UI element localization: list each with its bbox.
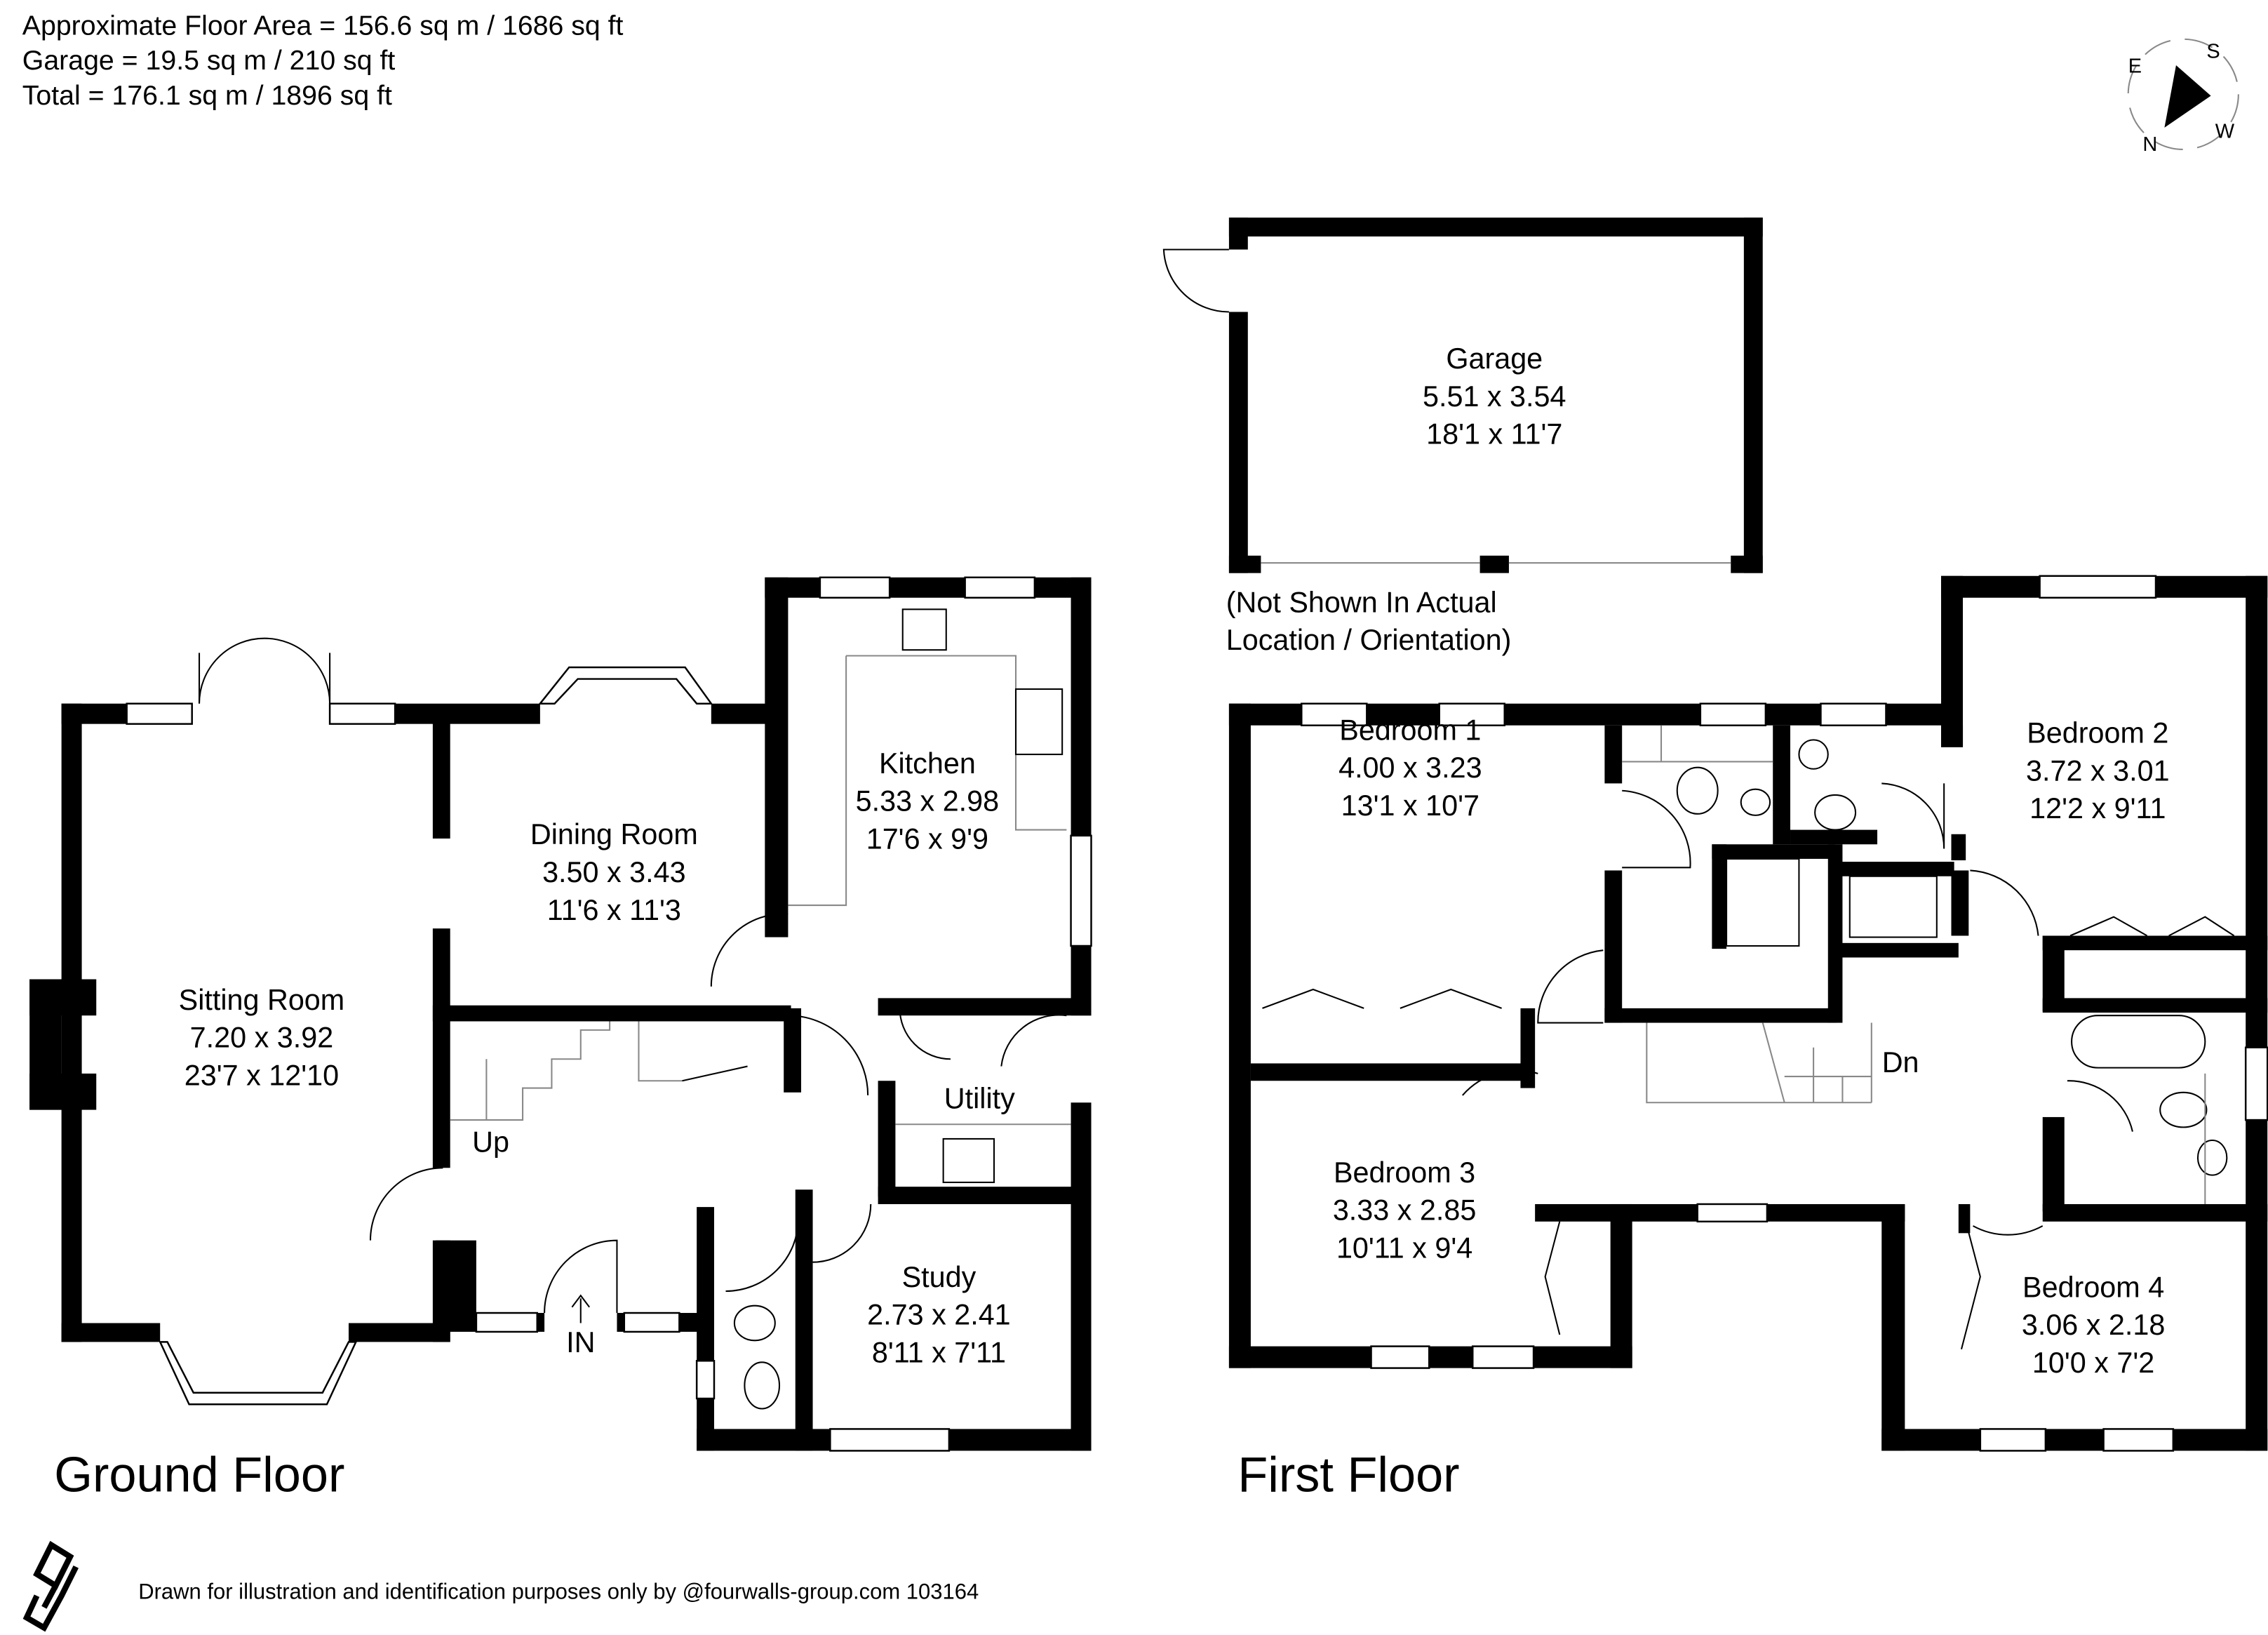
up-label: Up <box>472 1126 509 1159</box>
room-name: Bedroom 3 <box>1334 1156 1475 1189</box>
compass-s: S <box>2206 41 2220 63</box>
compass-n: N <box>2142 133 2157 156</box>
fourwalls-logo <box>22 1540 79 1632</box>
first-floor-title: First Floor <box>1237 1446 1459 1502</box>
room-metric: 5.33 x 2.98 <box>856 785 1000 818</box>
room-name: Bedroom 4 <box>2022 1271 2164 1303</box>
room-name: Utility <box>944 1083 1015 1115</box>
first-floor-walls <box>1228 575 2268 1452</box>
garage-walls <box>1162 218 1763 573</box>
room-metric: 3.33 x 2.85 <box>1333 1194 1477 1227</box>
room-metric: 3.50 x 3.43 <box>542 856 686 888</box>
room-metric: 4.00 x 3.23 <box>1338 752 1482 784</box>
room-imperial: 10'0 x 7'2 <box>2032 1347 2154 1379</box>
down-label: Dn <box>1882 1046 1919 1079</box>
room-imperial: 12'2 x 9'11 <box>2029 792 2166 825</box>
compass-icon: E S N W <box>2127 38 2239 156</box>
room-metric: 3.06 x 2.18 <box>2022 1309 2166 1341</box>
room-imperial: 23'7 x 12'10 <box>184 1059 339 1091</box>
room-name: Study <box>902 1261 977 1293</box>
entrance-label: IN <box>566 1326 595 1359</box>
room-name: Kitchen <box>879 747 976 780</box>
room-name: Bedroom 1 <box>1339 714 1481 746</box>
garage-area-text: Garage = 19.5 sq m / 210 sq ft <box>22 45 396 76</box>
room-metric: 7.20 x 3.92 <box>190 1022 334 1054</box>
compass-w: W <box>2215 120 2235 142</box>
room-imperial: 10'11 x 9'4 <box>1336 1232 1472 1264</box>
total-area-text: Total = 176.1 sq m / 1896 sq ft <box>22 80 392 111</box>
room-name: Dining Room <box>530 818 698 850</box>
disclaimer-text: Drawn for illustration and identificatio… <box>138 1579 979 1603</box>
room-imperial: 8'11 x 7'11 <box>872 1336 1006 1368</box>
garage-note-line2: Location / Orientation) <box>1226 624 1512 656</box>
room-name: Sitting Room <box>179 984 345 1016</box>
ground-floor-title: Ground Floor <box>54 1446 344 1502</box>
room-name: Garage <box>1446 342 1543 375</box>
garage-note-line1: (Not Shown In Actual <box>1226 586 1497 618</box>
ground-floor-walls <box>29 576 1092 1452</box>
room-metric: 3.72 x 3.01 <box>2026 754 2170 787</box>
room-name: Bedroom 2 <box>2027 717 2168 749</box>
room-imperial: 13'1 x 10'7 <box>1341 789 1479 822</box>
room-imperial: 11'6 x 11'3 <box>547 894 681 926</box>
room-imperial: 18'1 x 11'7 <box>1426 418 1562 451</box>
room-metric: 2.73 x 2.41 <box>867 1299 1011 1331</box>
floor-area-text: Approximate Floor Area = 156.6 sq m / 16… <box>22 11 624 41</box>
room-metric: 5.51 x 3.54 <box>1423 380 1566 413</box>
compass-e: E <box>2128 55 2142 77</box>
room-imperial: 17'6 x 9'9 <box>866 822 988 855</box>
